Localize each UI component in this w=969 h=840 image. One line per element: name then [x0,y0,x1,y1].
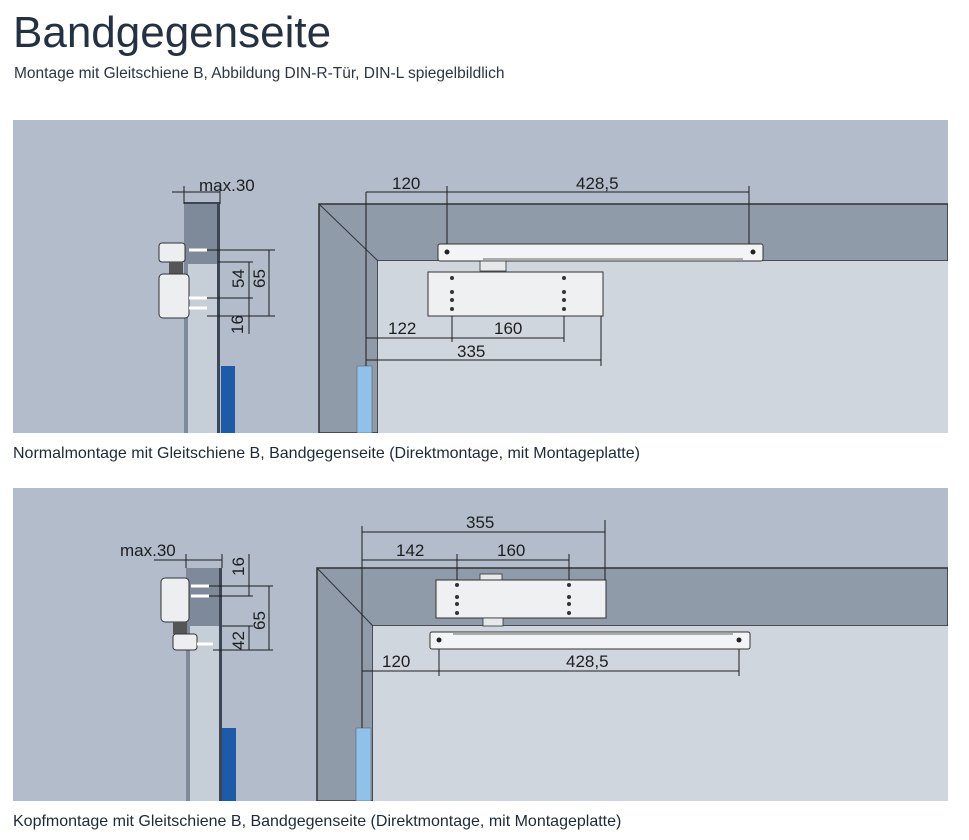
door-leaf-front [356,365,373,433]
page-title: Bandgegenseite [13,8,332,57]
caption-normalmontage: Normalmontage mit Gleitschiene B, Bandge… [13,445,640,462]
slide-rail-side [172,633,198,651]
closer-body-side [158,273,190,319]
dim-142: 142 [396,541,424,560]
diagram-normalmontage: max.30 54 65 16 [13,120,948,433]
slide-rail [437,243,764,262]
dim-54: 54 [229,269,248,288]
diagram-kopfmontage: max.30 16 65 42 [13,488,948,801]
closer-body-side [160,577,190,623]
dim-max30: max.30 [120,541,176,560]
dim-16: 16 [228,315,247,334]
dim-122: 122 [388,319,416,338]
door-leaf [221,366,235,433]
dim-120: 120 [392,174,420,193]
dim-65: 65 [250,269,269,288]
dim-355: 355 [466,513,494,532]
dim-428-5: 428,5 [566,652,609,671]
dim-335: 335 [457,342,485,361]
page-subtitle: Montage mit Gleitschiene B, Abbildung DI… [14,65,505,82]
slide-rail-side [158,242,186,263]
door-leaf [222,728,236,801]
dim-max30: max.30 [199,176,255,195]
dim-120: 120 [382,652,410,671]
dim-428-5: 428,5 [576,174,619,193]
door-leaf-front [355,727,372,801]
dim-16: 16 [229,557,248,576]
dim-65: 65 [250,611,269,630]
dim-160: 160 [494,319,522,338]
closer-body [427,271,604,317]
caption-kopfmontage: Kopfmontage mit Gleitschiene B, Bandgege… [13,813,622,830]
dim-42: 42 [229,631,248,650]
slide-rail [429,631,751,650]
dim-160: 160 [497,541,525,560]
closer-body [435,579,607,619]
